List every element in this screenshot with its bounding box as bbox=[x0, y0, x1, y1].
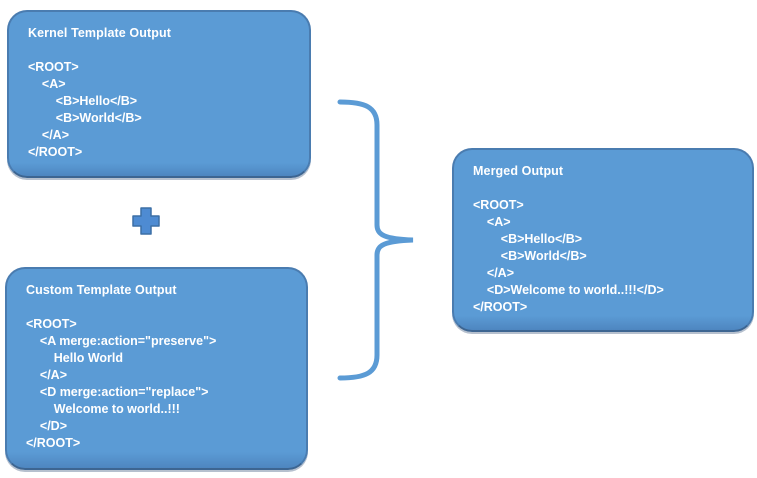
code-line: <D merge:action="replace"> bbox=[26, 385, 209, 399]
kernel-box-code: <ROOT> <A> <B>Hello</B> <B>World</B> </A… bbox=[28, 59, 297, 161]
code-line: <B>Hello</B> bbox=[28, 94, 138, 108]
code-line: </A> bbox=[26, 368, 67, 382]
merged-box-title: Merged Output bbox=[473, 164, 564, 178]
custom-box-title: Custom Template Output bbox=[26, 283, 177, 297]
kernel-template-output-box: Kernel Template Output <ROOT> <A> <B>Hel… bbox=[7, 10, 311, 178]
code-line: Welcome to world..!!! bbox=[26, 402, 180, 416]
code-line: </ROOT> bbox=[28, 145, 83, 159]
code-line: <B>World</B> bbox=[28, 111, 142, 125]
code-line: <A> bbox=[473, 215, 511, 229]
code-line: <ROOT> bbox=[473, 198, 524, 212]
kernel-box-title: Kernel Template Output bbox=[28, 26, 171, 40]
code-line: </ROOT> bbox=[473, 300, 528, 314]
code-line: <A merge:action="preserve"> bbox=[26, 334, 217, 348]
code-line: </ROOT> bbox=[26, 436, 81, 450]
code-line: <B>Hello</B> bbox=[473, 232, 583, 246]
code-line: Hello World bbox=[26, 351, 123, 365]
code-line: </A> bbox=[473, 266, 514, 280]
code-line: <ROOT> bbox=[26, 317, 77, 331]
code-line: <D>Welcome to world..!!!</D> bbox=[473, 283, 664, 297]
merged-output-box: Merged Output <ROOT> <A> <B>Hello</B> <B… bbox=[452, 148, 754, 332]
right-curly-brace-icon bbox=[337, 99, 414, 381]
code-line: <A> bbox=[28, 77, 66, 91]
plus-icon bbox=[132, 207, 160, 235]
custom-box-code: <ROOT> <A merge:action="preserve"> Hello… bbox=[26, 316, 294, 452]
merged-box-code: <ROOT> <A> <B>Hello</B> <B>World</B> </A… bbox=[473, 197, 740, 316]
custom-template-output-box: Custom Template Output <ROOT> <A merge:a… bbox=[5, 267, 308, 470]
code-line: </D> bbox=[26, 419, 67, 433]
code-line: <ROOT> bbox=[28, 60, 79, 74]
code-line: </A> bbox=[28, 128, 69, 142]
code-line: <B>World</B> bbox=[473, 249, 587, 263]
